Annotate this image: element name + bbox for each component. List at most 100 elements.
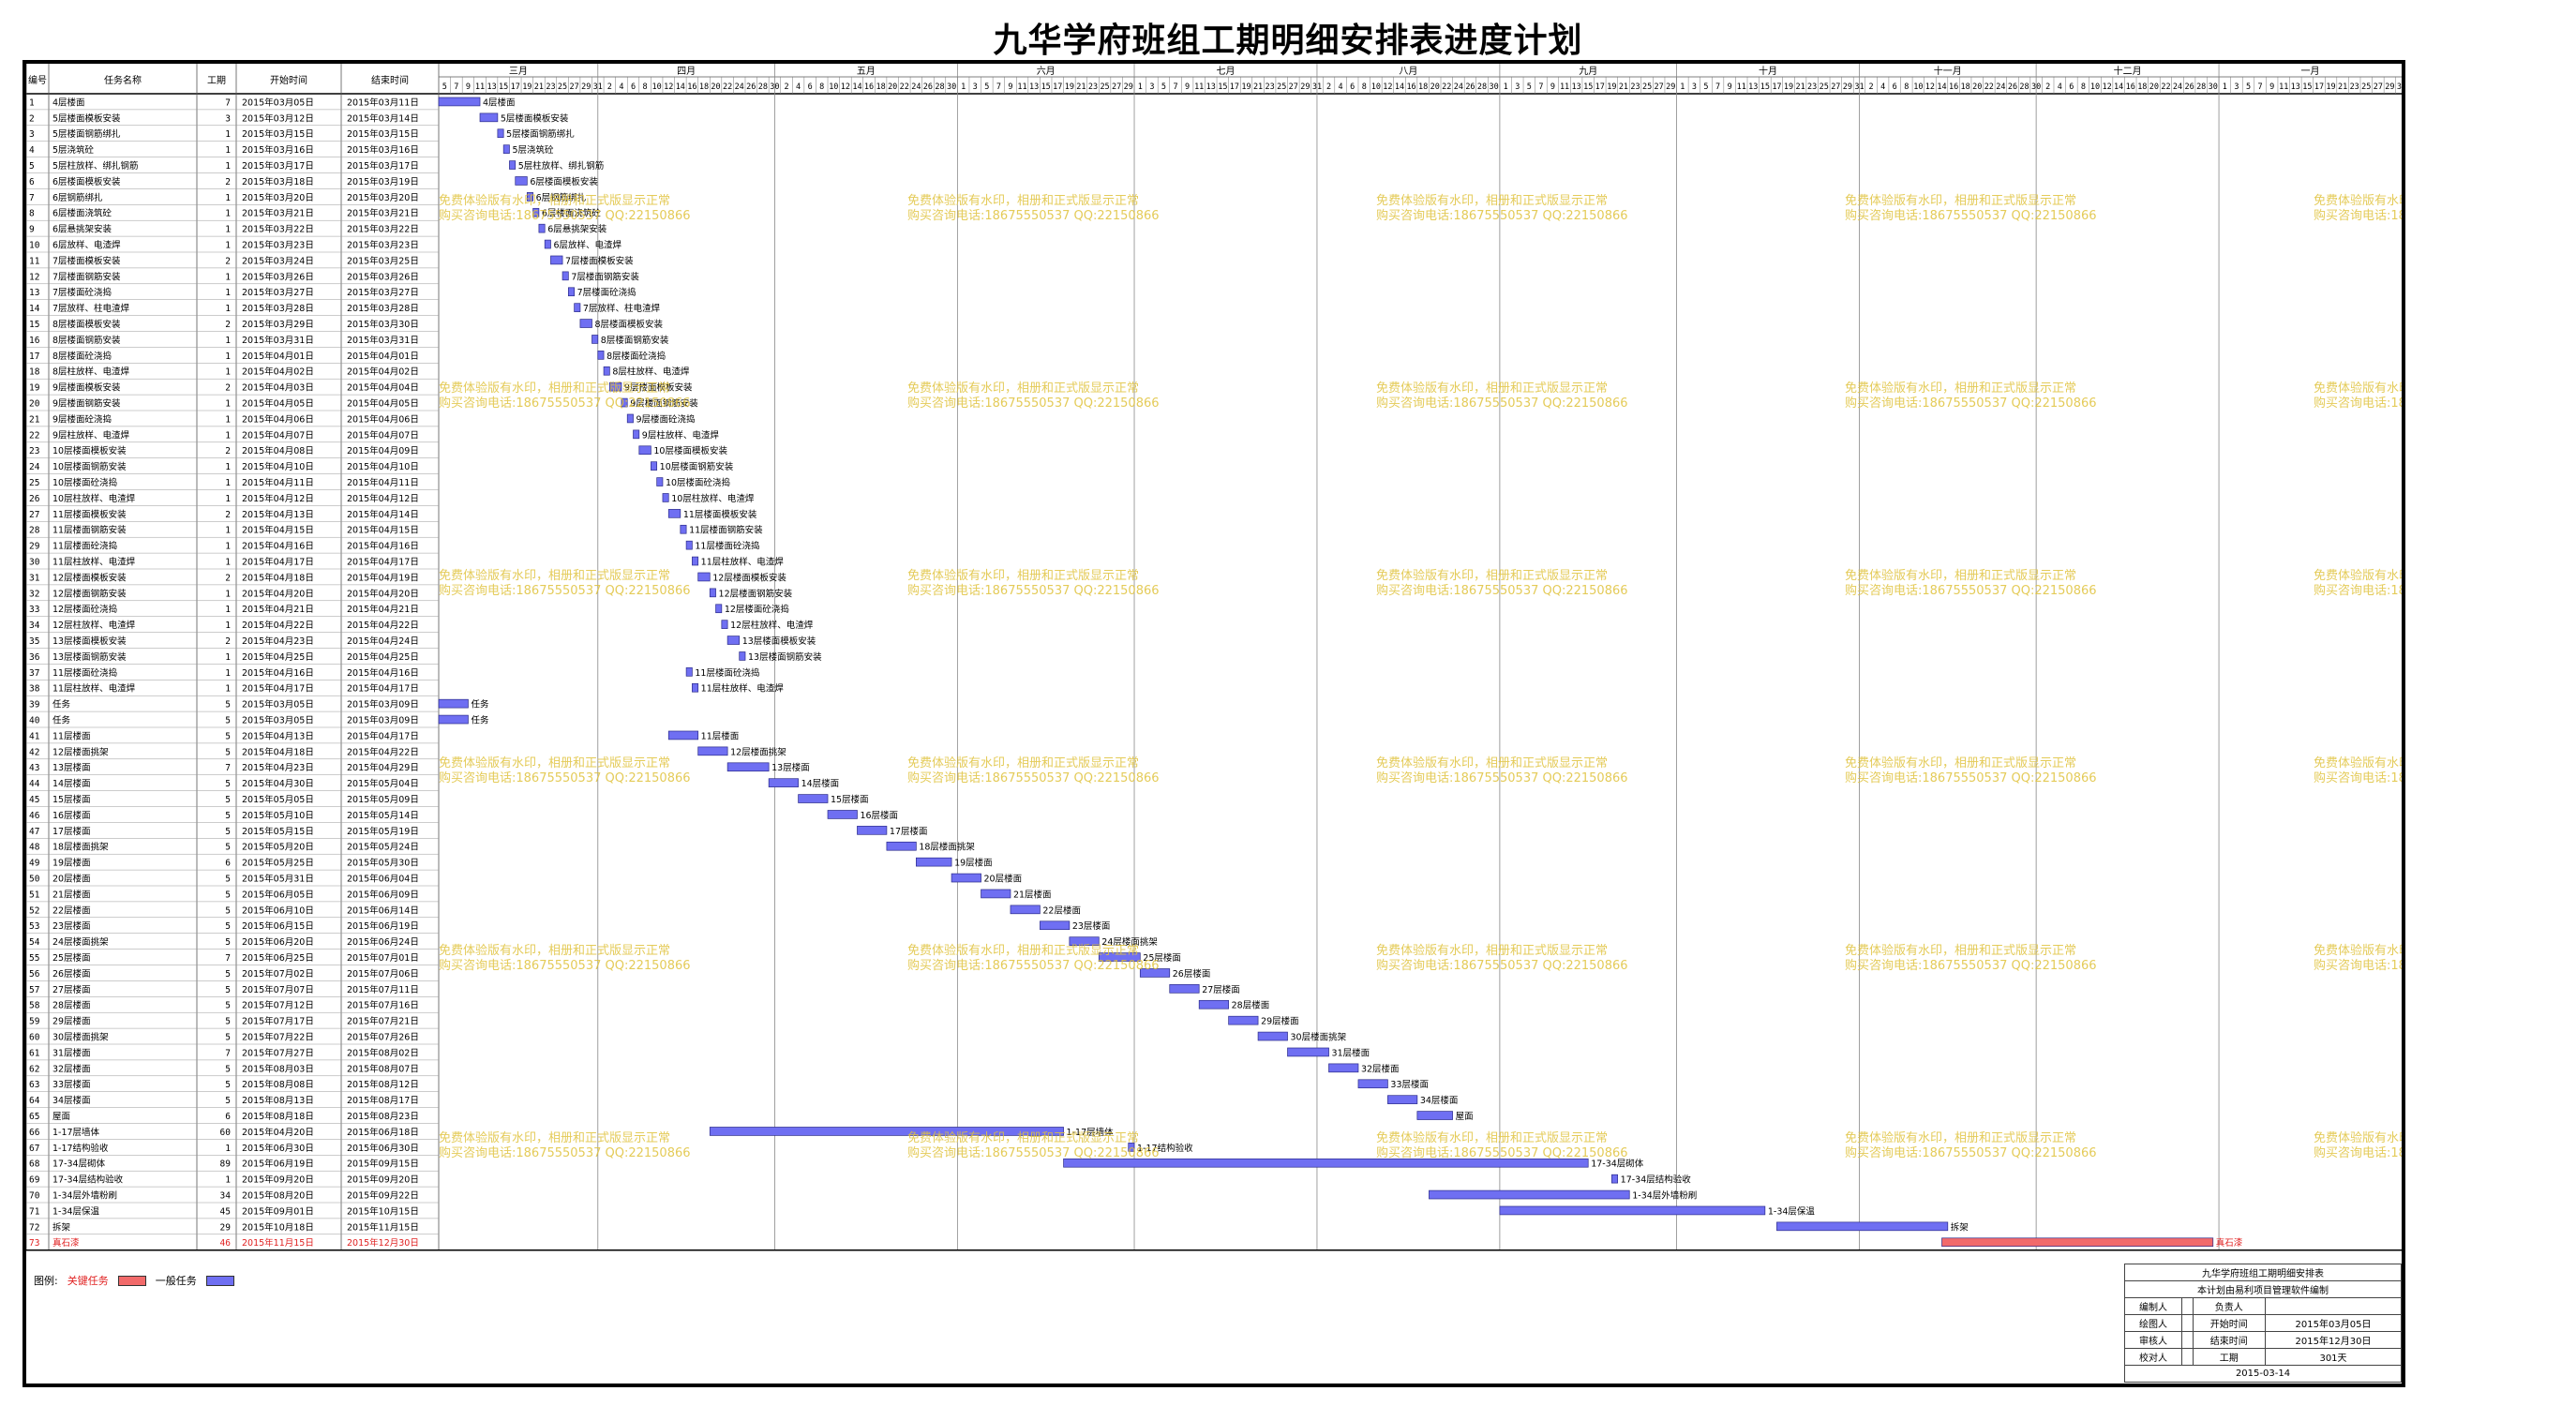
day-label: 20 bbox=[1430, 82, 1440, 92]
task-start: 2015年06月30日 bbox=[242, 1143, 314, 1154]
task-name: 7层楼面模板安装 bbox=[52, 255, 121, 266]
task-bar bbox=[592, 335, 599, 344]
task-start: 2015年07月12日 bbox=[242, 1000, 314, 1011]
day-label: 18 bbox=[1961, 82, 1970, 92]
day-label: 9 bbox=[1728, 82, 1732, 92]
task-bar-label: 24层楼面挑架 bbox=[1101, 936, 1158, 948]
info-end-value: 2015年12月30日 bbox=[2265, 1331, 2402, 1349]
task-name: 17层楼面 bbox=[52, 826, 91, 837]
task-end: 2015年08月17日 bbox=[347, 1095, 419, 1106]
task-name: 8层柱放样、电渣焊 bbox=[52, 366, 130, 378]
day-label: 28 bbox=[2196, 82, 2206, 92]
task-bar bbox=[438, 714, 469, 725]
info-owner-value bbox=[2265, 1297, 2402, 1315]
task-end: 2015年06月18日 bbox=[347, 1127, 419, 1138]
task-name: 17-34层砌体 bbox=[52, 1159, 106, 1170]
task-id: 29 bbox=[29, 542, 40, 552]
task-id: 67 bbox=[29, 1144, 39, 1154]
task-id: 11 bbox=[29, 256, 40, 266]
watermark-line2: 购买咨询电话:18675550537 QQ:22150866 bbox=[1845, 396, 2097, 411]
task-id: 46 bbox=[29, 811, 40, 821]
month-label-11: 一月 bbox=[2301, 66, 2320, 77]
task-bar-label: 1-17结构验收 bbox=[1137, 1143, 1193, 1154]
watermark-line2: 购买咨询电话:18675550537 QQ:22150866 bbox=[439, 208, 691, 223]
task-bar-label: 7层楼面钢筋安装 bbox=[571, 271, 639, 282]
day-label: 15 bbox=[499, 82, 508, 92]
task-start: 2015年04月30日 bbox=[242, 778, 314, 789]
task-id: 49 bbox=[29, 859, 40, 869]
task-end: 2015年03月31日 bbox=[347, 335, 419, 346]
task-start: 2015年06月20日 bbox=[242, 936, 314, 948]
task-bar-label: 6层楼面浇筑砼 bbox=[542, 208, 602, 219]
task-end: 2015年03月19日 bbox=[347, 176, 419, 187]
task-id: 40 bbox=[29, 716, 40, 726]
task-duration: 7 bbox=[225, 763, 231, 773]
watermark-line2: 购买咨询电话:18675550537 QQ:22150866 bbox=[439, 583, 691, 598]
task-bar bbox=[1357, 1079, 1388, 1089]
task-end: 2015年05月19日 bbox=[347, 826, 419, 837]
task-end: 2015年07月26日 bbox=[347, 1032, 419, 1043]
task-end: 2015年08月12日 bbox=[347, 1079, 419, 1090]
day-label: 31 bbox=[1312, 82, 1322, 92]
task-end: 2015年03月17日 bbox=[347, 160, 419, 172]
task-duration: 1 bbox=[225, 336, 231, 346]
task-bar-label: 27层楼面 bbox=[1202, 984, 1240, 995]
task-bar bbox=[626, 413, 634, 424]
task-bar bbox=[656, 477, 664, 486]
task-name: 30层楼面挑架 bbox=[52, 1032, 109, 1043]
day-label: 27 bbox=[2374, 82, 2383, 92]
task-end: 2015年04月29日 bbox=[347, 762, 419, 773]
task-end: 2015年04月09日 bbox=[347, 445, 419, 456]
task-bar-label: 12层楼面挑架 bbox=[730, 746, 786, 757]
day-label: 7 bbox=[2258, 82, 2263, 92]
watermark-line1: 免费体验版有水印，相册和正式版显示正常 bbox=[2314, 1130, 2402, 1145]
day-label: 2 bbox=[1326, 82, 1331, 92]
task-name: 10层柱放样、电渣焊 bbox=[52, 493, 136, 504]
task-name: 16层楼面 bbox=[52, 810, 91, 821]
task-bar-label: 9层楼面砼浇捣 bbox=[637, 413, 696, 425]
task-name: 13层楼面 bbox=[52, 762, 91, 773]
task-id: 30 bbox=[29, 558, 40, 568]
month-label-9: 十一月 bbox=[1934, 65, 1962, 77]
day-label: 28 bbox=[2019, 82, 2029, 92]
task-bar-label: 21层楼面 bbox=[1013, 889, 1052, 900]
task-id: 64 bbox=[29, 1096, 40, 1106]
watermark-line1: 免费体验版有水印，相册和正式版显示正常 bbox=[907, 1130, 1139, 1145]
watermark-line2: 购买咨询电话:18675550537 QQ:22150866 bbox=[1845, 583, 2097, 598]
task-name: 11层楼面 bbox=[52, 730, 91, 741]
day-label: 26 bbox=[923, 82, 933, 92]
day-label: 6 bbox=[1893, 82, 1897, 92]
task-id: 14 bbox=[29, 304, 40, 314]
task-duration: 89 bbox=[220, 1159, 232, 1170]
task-start: 2015年04月12日 bbox=[242, 493, 314, 504]
task-bar bbox=[1429, 1189, 1630, 1200]
task-id: 61 bbox=[29, 1048, 40, 1058]
day-label: 12 bbox=[841, 82, 850, 92]
day-label: 19 bbox=[1784, 82, 1793, 92]
task-start: 2015年04月23日 bbox=[242, 636, 314, 647]
task-start: 2015年03月05日 bbox=[242, 699, 314, 710]
task-bar bbox=[1416, 1111, 1453, 1120]
task-bar-label: 10层楼面钢筋安装 bbox=[660, 461, 734, 472]
task-end: 2015年04月22日 bbox=[347, 620, 419, 631]
task-bar-label: 8层柱放样、电渣焊 bbox=[612, 366, 690, 378]
task-bar bbox=[709, 1127, 1064, 1136]
task-id: 32 bbox=[29, 589, 39, 599]
month-label-4: 六月 bbox=[1037, 66, 1056, 77]
task-bar bbox=[667, 730, 699, 740]
column-header-2: 任务名称 bbox=[104, 74, 142, 86]
task-end: 2015年04月20日 bbox=[347, 588, 419, 599]
task-name: 5层柱放样、绑扎钢筋 bbox=[52, 160, 139, 172]
task-duration: 6 bbox=[225, 1112, 231, 1122]
task-id: 69 bbox=[29, 1175, 40, 1186]
task-bar bbox=[1063, 1158, 1589, 1168]
day-label: 10 bbox=[2090, 82, 2100, 92]
task-bar-label: 4层楼面 bbox=[483, 97, 516, 108]
day-label: 19 bbox=[1065, 82, 1074, 92]
task-duration: 5 bbox=[225, 843, 231, 853]
task-id: 57 bbox=[29, 985, 39, 995]
day-label: 26 bbox=[746, 82, 756, 92]
day-label: 10 bbox=[652, 82, 662, 92]
task-id: 47 bbox=[29, 827, 39, 837]
day-label: 21 bbox=[1253, 82, 1263, 92]
